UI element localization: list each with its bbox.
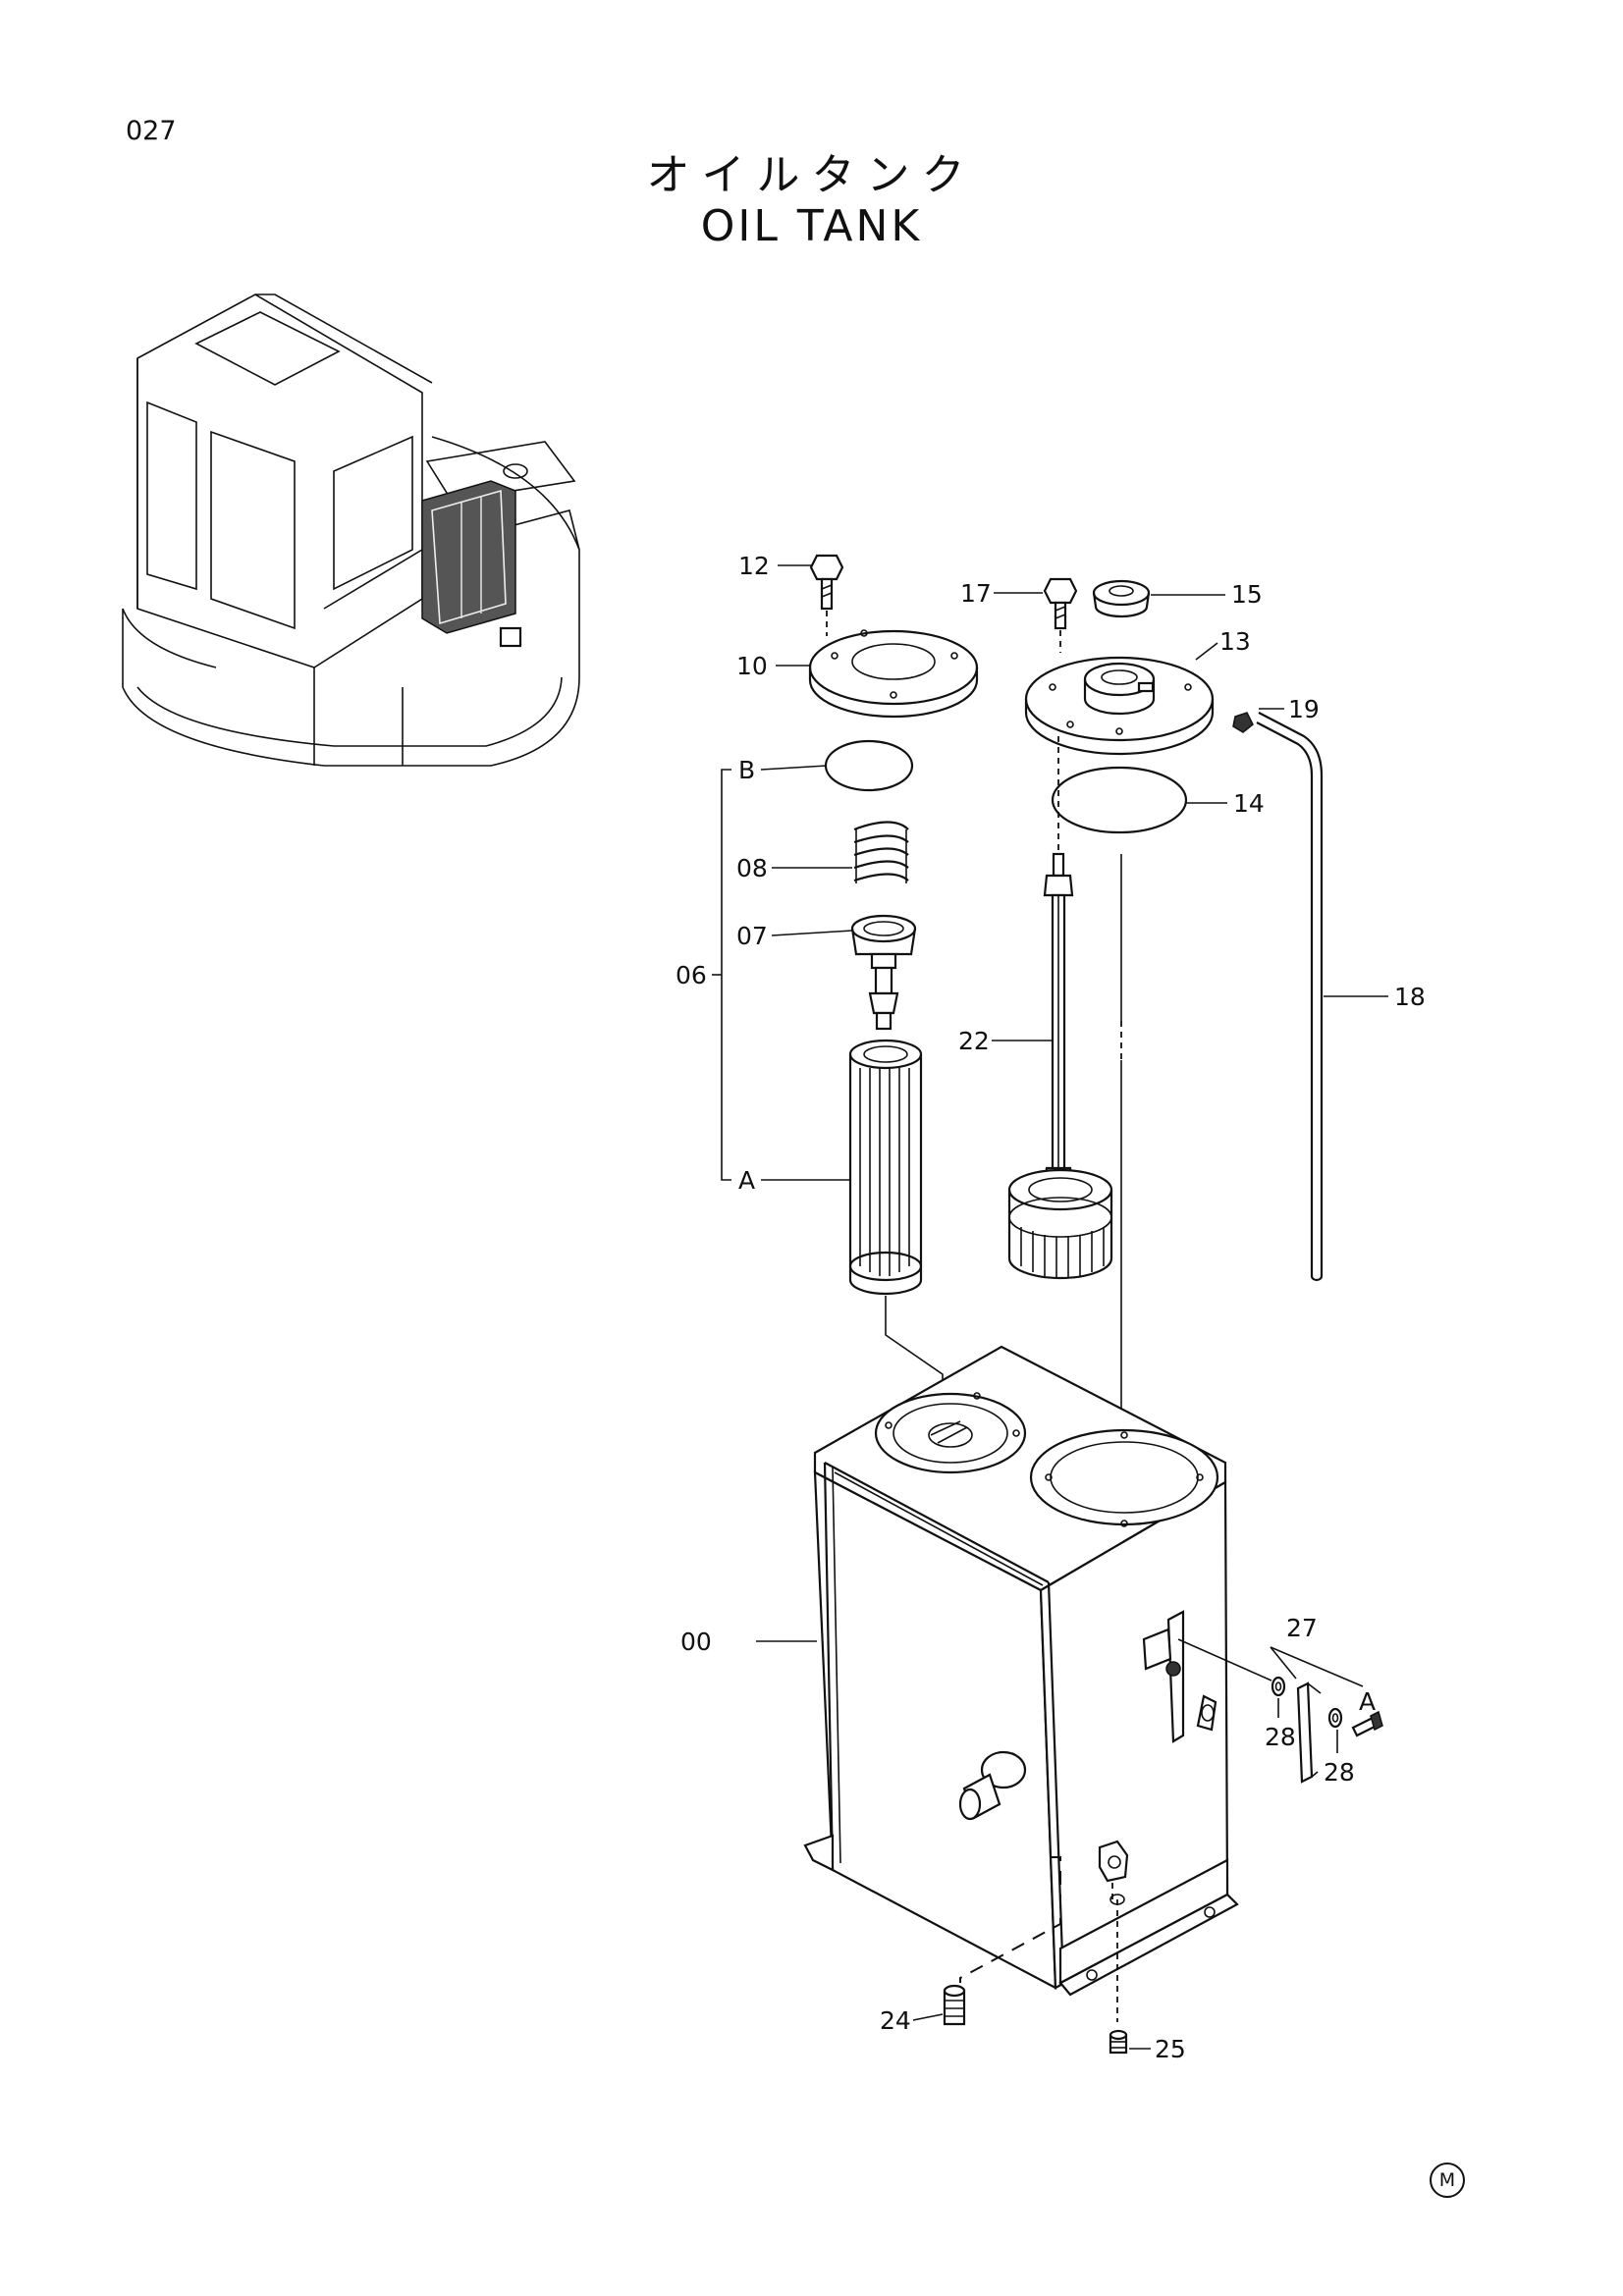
callout-A-filter: A <box>738 1166 755 1195</box>
callout-15: 15 <box>1231 580 1263 609</box>
callout-12: 12 <box>738 552 770 580</box>
callout-B: B <box>738 756 755 784</box>
callout-17: 17 <box>960 579 992 608</box>
page-number: 027 <box>126 116 177 146</box>
machine-overview-illustration <box>122 294 580 767</box>
callout-08: 08 <box>736 854 768 882</box>
drain-plug-25 <box>1109 2029 1128 2055</box>
return-filter-assembly <box>1007 577 1254 1463</box>
callout-00: 00 <box>680 1628 712 1656</box>
callout-labels: 12 10 B 08 07 06 A 17 15 13 19 14 18 22 … <box>676 552 1426 2063</box>
callout-06: 06 <box>676 961 707 989</box>
oil-tank-body <box>803 1345 1239 2022</box>
callout-10: 10 <box>736 652 768 680</box>
level-pipe <box>1256 712 1324 1282</box>
callout-14: 14 <box>1233 789 1265 818</box>
footer-circled-mark: M <box>1430 2163 1465 2198</box>
callout-28-right: 28 <box>1324 1758 1355 1787</box>
callout-28-left: 28 <box>1265 1723 1296 1751</box>
gauge-mounting-parts <box>1177 1638 1383 1784</box>
suction-filter-assembly <box>712 554 979 1453</box>
callout-24: 24 <box>880 2006 911 2035</box>
callout-18: 18 <box>1394 983 1426 1011</box>
callout-A-gauge: A <box>1359 1687 1376 1716</box>
callout-13: 13 <box>1219 627 1251 656</box>
callout-19: 19 <box>1288 695 1320 723</box>
page-title-english: OIL TANK <box>700 201 923 251</box>
leader-lines <box>756 564 1388 2050</box>
callout-25: 25 <box>1155 2035 1186 2063</box>
page-title-japanese: オイルタンク <box>646 150 977 200</box>
callout-22: 22 <box>958 1027 990 1055</box>
drain-plug-24 <box>943 1984 966 2026</box>
callout-07: 07 <box>736 922 768 950</box>
callout-27: 27 <box>1286 1614 1318 1642</box>
